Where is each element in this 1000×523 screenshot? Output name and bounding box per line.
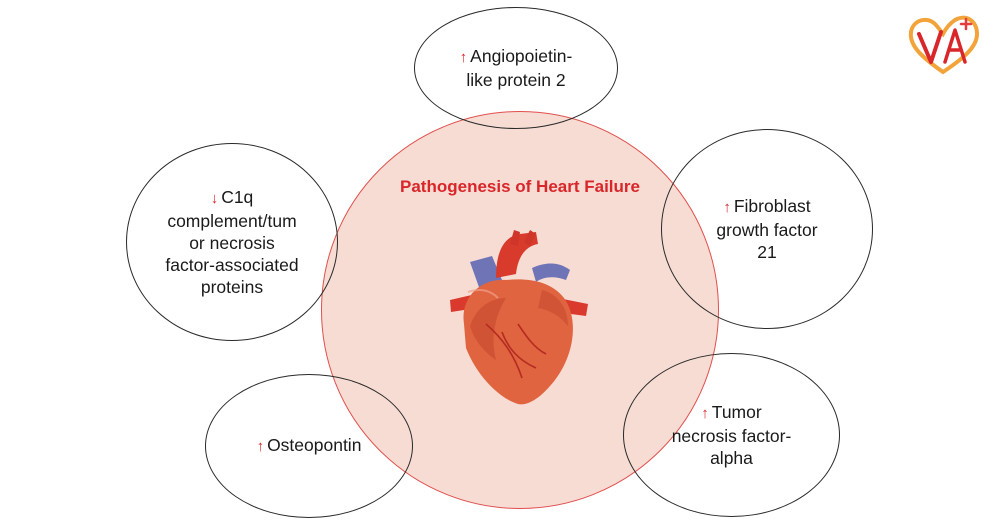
factor-text: ↑Osteopontin <box>256 435 362 455</box>
factor-oval-fgf21: ↑Fibroblast growth factor 21 <box>661 129 873 329</box>
factor-oval-c1q: ↓C1q complement/tum or necrosis factor-a… <box>126 143 338 341</box>
factor-text: ↑Fibroblast growth factor 21 <box>716 196 818 262</box>
decrease-arrow-icon: ↓ <box>210 190 219 207</box>
heart-logo-icon <box>908 15 980 75</box>
heart-illustration <box>450 230 588 405</box>
factor-text: ↓C1q complement/tum or necrosis factor-a… <box>165 187 299 297</box>
factor-oval-osteopontin: ↑Osteopontin <box>205 374 413 518</box>
factor-oval-tnf-alpha: ↑Tumor necrosis factor- alpha <box>623 353 840 517</box>
increase-arrow-icon: ↑ <box>723 199 731 216</box>
increase-arrow-icon: ↑ <box>701 405 709 422</box>
factor-oval-angiopoietin: ↑Angiopoietin- like protein 2 <box>414 7 618 129</box>
increase-arrow-icon: ↑ <box>256 438 265 455</box>
diagram-title: Pathogenesis of Heart Failure <box>400 177 640 196</box>
increase-arrow-icon: ↑ <box>459 49 468 66</box>
factor-text: ↑Angiopoietin- like protein 2 <box>459 46 573 90</box>
factor-text: ↑Tumor necrosis factor- alpha <box>671 402 792 468</box>
